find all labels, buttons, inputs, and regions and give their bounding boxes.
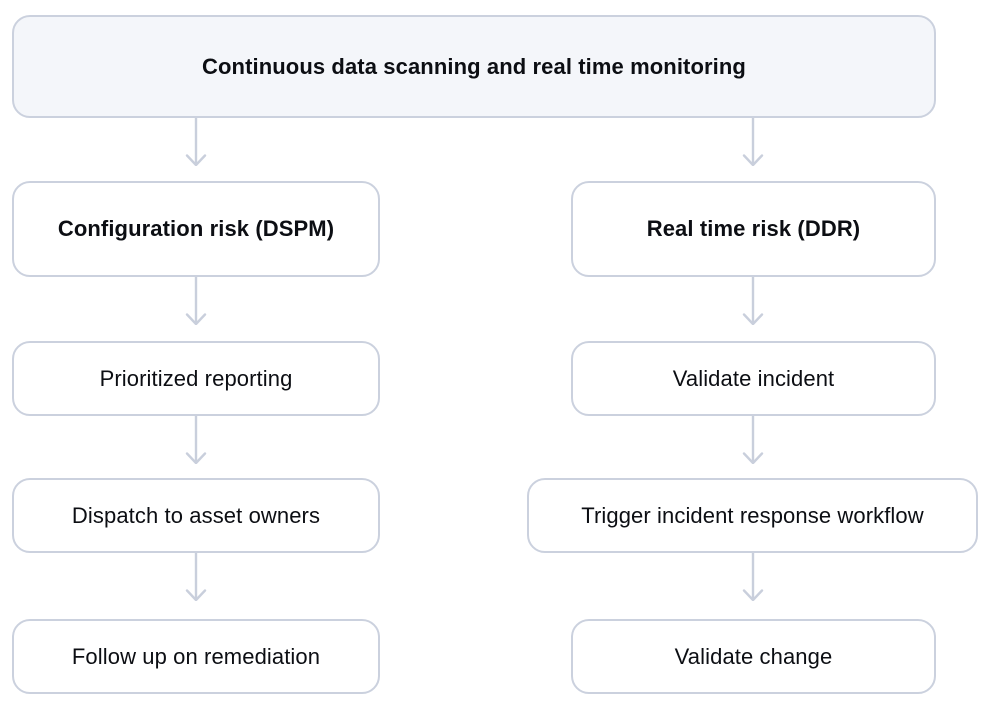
node-follow-up-on-remediation: Follow up on remediation <box>12 619 380 694</box>
node-validate-change: Validate change <box>571 619 936 694</box>
node-label: Validate incident <box>672 365 835 391</box>
node-label: Dispatch to asset owners <box>71 502 321 528</box>
node-label: Follow up on remediation <box>71 643 321 669</box>
arrow-down-icon <box>742 277 764 325</box>
node-label: Trigger incident response workflow <box>581 502 924 528</box>
node-configuration-risk-dspm: Configuration risk (DSPM) <box>12 181 380 277</box>
node-root: Continuous data scanning and real time m… <box>12 15 936 118</box>
node-trigger-incident-response-workflow: Trigger incident response workflow <box>527 478 978 553</box>
arrow-down-icon <box>742 118 764 166</box>
node-label: Real time risk (DDR) <box>646 216 861 241</box>
arrow-down-icon <box>742 553 764 601</box>
node-validate-incident: Validate incident <box>571 341 936 416</box>
arrow-down-icon <box>185 553 207 601</box>
node-label: Prioritized reporting <box>99 365 293 391</box>
arrow-down-icon <box>185 277 207 325</box>
arrow-down-icon <box>185 416 207 464</box>
arrow-down-icon <box>742 416 764 464</box>
node-label: Validate change <box>674 643 833 669</box>
node-root-label: Continuous data scanning and real time m… <box>202 53 746 79</box>
node-prioritized-reporting: Prioritized reporting <box>12 341 380 416</box>
node-real-time-risk-ddr: Real time risk (DDR) <box>571 181 936 277</box>
node-dispatch-to-asset-owners: Dispatch to asset owners <box>12 478 380 553</box>
node-label: Configuration risk (DSPM) <box>57 216 335 241</box>
arrow-down-icon <box>185 118 207 166</box>
